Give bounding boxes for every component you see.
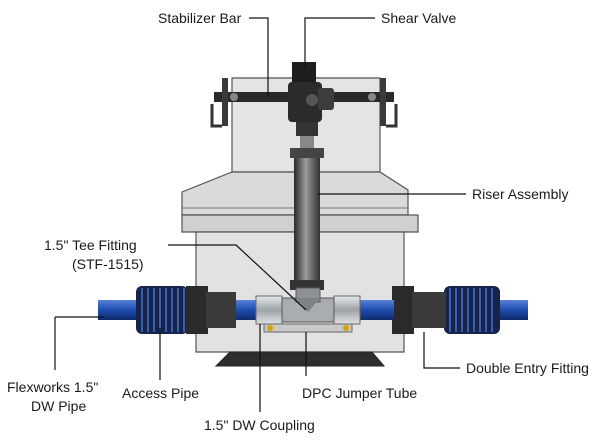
sump-base [214, 351, 386, 367]
right-dw-pipe [498, 300, 528, 320]
double-entry-fitting [392, 286, 446, 334]
label-double-entry-fitting: Double Entry Fitting [466, 360, 589, 376]
labels: Stabilizer Bar Shear Valve Riser Assembl… [7, 10, 589, 433]
label-dpc-jumper-tube: DPC Jumper Tube [302, 385, 417, 401]
horizontal-piping [98, 286, 528, 334]
tee-fitting [281, 287, 335, 323]
leader-lines [54, 17, 466, 412]
label-tee-fitting-line2: (STF-1515) [72, 256, 144, 272]
label-riser-assembly: Riser Assembly [472, 186, 568, 202]
left-dw-coupling [255, 295, 283, 325]
label-flexworks-line2: DW Pipe [31, 398, 86, 414]
right-bellows [444, 286, 500, 334]
left-bellows [136, 286, 188, 334]
shear-valve [288, 62, 334, 148]
left-entry-fitting [186, 286, 236, 334]
label-tee-fitting-line1: 1.5" Tee Fitting [44, 237, 137, 253]
riser-assembly [290, 148, 324, 290]
right-coupling [333, 295, 361, 325]
left-dw-pipe [98, 300, 138, 320]
dpc-jumper-tube [263, 323, 353, 333]
label-shear-valve: Shear Valve [381, 10, 456, 26]
label-stabilizer-bar: Stabilizer Bar [158, 10, 242, 26]
label-dw-coupling: 1.5" DW Coupling [204, 417, 315, 433]
label-access-pipe: Access Pipe [122, 385, 199, 401]
label-flexworks-line1: Flexworks 1.5" [7, 379, 98, 395]
